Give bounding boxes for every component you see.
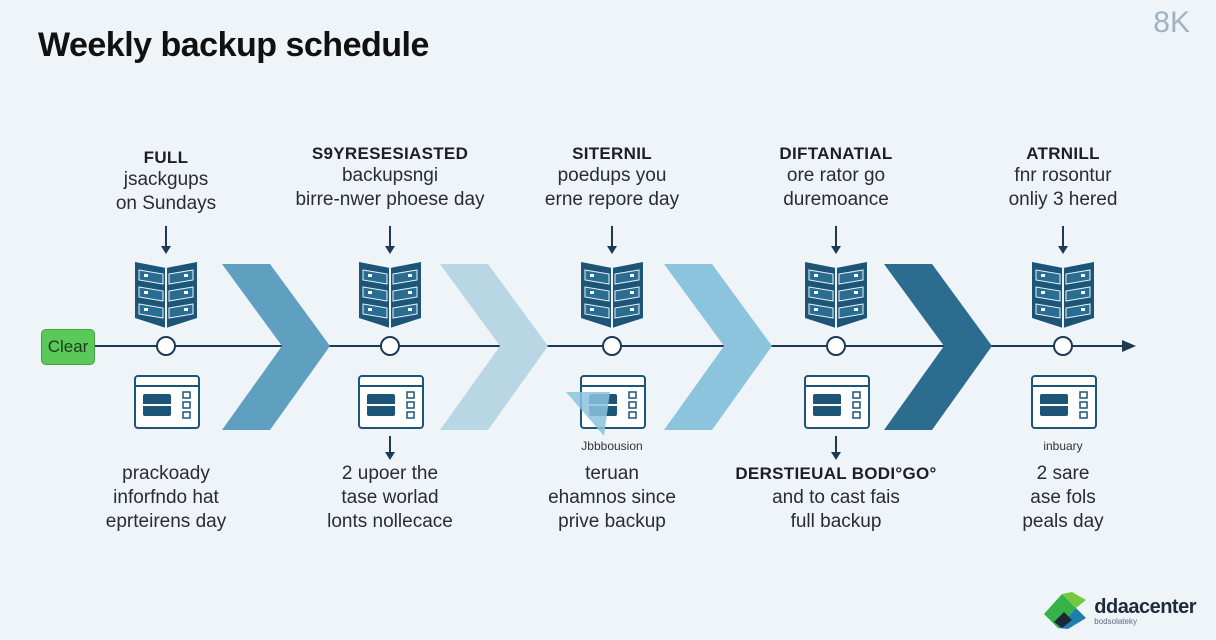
clear-button[interactable]: Clear	[41, 329, 95, 365]
stage-description-line: birre-nwer phoese day	[295, 189, 485, 210]
stage-description-line: jsackgups	[123, 169, 209, 190]
stage-description-line: backupsngi	[341, 165, 439, 186]
timeline-node[interactable]	[826, 336, 846, 356]
timeline-node[interactable]	[1053, 336, 1073, 356]
stage-footer-line: 2 upoer the	[341, 463, 439, 484]
stage-footer-line: 2 sare	[1036, 463, 1090, 484]
stage-footer: DERSTIEUAL BODI°GO° and to cast fais full …	[706, 462, 966, 534]
timeline-node[interactable]	[156, 336, 176, 356]
stage-footer-line: prackoady	[122, 463, 210, 484]
server-rack-icon	[805, 262, 867, 328]
stage-description-line: poedups you	[557, 165, 667, 186]
page-title: Weekly backup schedule	[38, 26, 429, 64]
stage-footer-line: full backup	[790, 511, 882, 532]
backup-drive-icon	[358, 375, 424, 429]
chevron-arrow-3	[664, 264, 772, 430]
stage-5	[1031, 226, 1097, 429]
server-rack-icon	[359, 262, 421, 328]
backup-caption: inbuary	[1043, 439, 1083, 453]
down-arrowhead-icon	[385, 246, 395, 254]
logo-icon	[1044, 592, 1087, 629]
backup-drive-icon	[804, 375, 870, 429]
stage-footer-line: and to cast fais	[772, 487, 900, 508]
server-rack-icon	[1032, 262, 1094, 328]
logo-name: ddaacenter	[1094, 595, 1196, 618]
stage-footer-line: teruan	[585, 463, 639, 484]
backup-drive-icon	[134, 375, 200, 429]
stage-footer-title: DERSTIEUAL BODI°GO°	[735, 464, 937, 483]
server-rack-icon	[135, 262, 197, 328]
stage-footer-line: ase fols	[1030, 487, 1096, 508]
server-rack-icon	[581, 262, 643, 328]
resolution-badge-label: 8K	[1153, 6, 1190, 39]
stage-header: DIFTANATIAL ore rator go duremoance	[716, 144, 956, 212]
logo-tagline: bodsolateky	[1094, 616, 1137, 626]
backup-caption: Jbbbousion	[581, 439, 643, 453]
overlay-arrow-icon	[566, 392, 610, 436]
down-arrowhead-icon	[607, 246, 617, 254]
chevron-group	[222, 264, 992, 430]
stage-description-line: ore rator go	[786, 165, 886, 186]
stage-4	[804, 226, 870, 460]
timeline-arrowhead	[1122, 340, 1136, 352]
timeline-node[interactable]	[380, 336, 400, 356]
stage-title: ATRNILL	[1026, 144, 1100, 163]
stage-description-line: duremoance	[783, 189, 889, 210]
stage-title: SITERNIL	[572, 144, 652, 163]
stage-footer: teruan ehamnos since prive backup	[482, 462, 742, 534]
down-arrowhead-icon	[1058, 246, 1068, 254]
chevron-arrow-1	[222, 264, 330, 430]
stage-header: FULL jsackgups on Sundays	[46, 148, 286, 216]
stage-header: SITERNIL poedups you erne repore day	[492, 144, 732, 212]
chevron-arrow-2	[440, 264, 548, 430]
stage-title: S9YRESESIASTED	[311, 144, 469, 163]
down-arrowhead-icon	[385, 452, 395, 460]
stage-footer-line: eprteirens day	[105, 511, 227, 532]
stage-footer: 2 upoer the tase worlad lonts nollecace	[260, 462, 520, 534]
datacenter-logo: ddaacenter bodsolateky	[1042, 592, 1196, 630]
stage-footer-line: lonts nollecace	[327, 511, 453, 532]
stage-footer-line: ehamnos since	[548, 487, 676, 508]
resolution-badge: 8K	[1153, 6, 1190, 39]
stage-title: FULL	[143, 148, 189, 167]
stage-header: ATRNILL fnr rosontur onliy 3 hered	[943, 144, 1183, 212]
down-arrowhead-icon	[161, 246, 171, 254]
stage-description-line: onliy 3 hered	[1008, 189, 1118, 210]
backup-drive-icon	[1031, 375, 1097, 429]
stage-description-line: fnr rosontur	[1014, 165, 1112, 186]
stage-3	[566, 226, 646, 436]
stage-footer: 2 sare ase fols peals day	[933, 462, 1193, 534]
down-arrowhead-icon	[831, 246, 841, 254]
stage-header: S9YRESESIASTED backupsngi birre-nwer phoes…	[270, 144, 510, 212]
stage-footer-line: inforfndo hat	[113, 487, 219, 508]
stage-description-line: on Sundays	[115, 193, 217, 214]
stage-footer-line: tase worlad	[341, 487, 439, 508]
stages-group	[134, 226, 1097, 460]
down-arrowhead-icon	[831, 452, 841, 460]
stage-footer-line: prive backup	[558, 511, 666, 532]
stage-title: DIFTANATIAL	[779, 144, 893, 163]
stage-footer-line: peals day	[1022, 511, 1104, 532]
stage-footer: prackoady inforfndo hat eprteirens day	[36, 462, 296, 534]
timeline-node[interactable]	[602, 336, 622, 356]
stage-1	[134, 226, 200, 429]
chevron-arrow-4	[884, 264, 992, 430]
stage-2	[358, 226, 424, 460]
stage-description-line: erne repore day	[544, 189, 680, 210]
